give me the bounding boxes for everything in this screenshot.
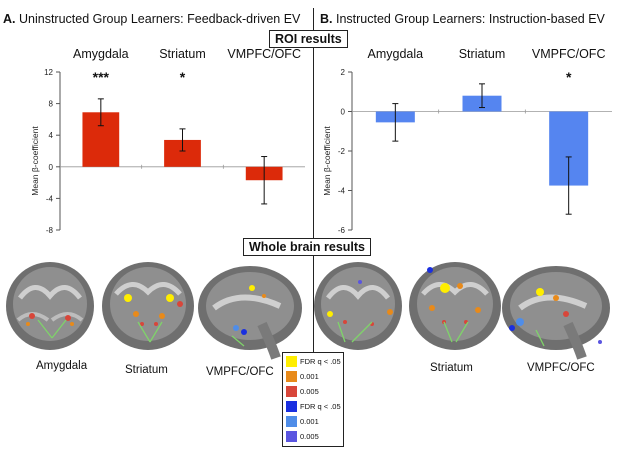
y-tick-label: -8 [46, 226, 54, 235]
category-label: Amygdala [73, 47, 129, 61]
significance-legend: FDR q < .05 0.001 0.005 FDR q < .05 0.00… [282, 352, 344, 447]
legend-item: FDR q < .05 [286, 355, 341, 368]
legend-item: 0.005 [286, 385, 319, 398]
brain-label-striatum-left: Striatum [125, 364, 168, 376]
category-label: VMPFC/OFC [227, 47, 301, 61]
brain-images [6, 262, 610, 360]
panel-a-title: A. Uninstructed Group Learners: Feedback… [3, 12, 300, 26]
sagittal-slice [198, 266, 302, 360]
legend-item: 0.001 [286, 415, 319, 428]
brain-label-striatum-right: Striatum [430, 362, 473, 374]
y-tick-label: 4 [49, 131, 54, 140]
legend-swatch [286, 356, 297, 367]
legend-swatch [286, 386, 297, 397]
panel-b-title-text: Instructed Group Learners: Instruction-b… [335, 12, 605, 26]
coronal-slice-1 [6, 262, 94, 350]
y-tick-label: -4 [46, 194, 54, 203]
y-tick-label: -2 [338, 147, 346, 156]
brain-label-vmpfc-left: VMPFC/OFC [206, 366, 274, 378]
y-tick-label: 12 [44, 68, 53, 77]
whole-brain-results-label: Whole brain results [243, 238, 371, 256]
coronal-slice-2 [102, 262, 194, 350]
category-label: Striatum [159, 47, 206, 61]
y-axis-label: Mean β-coefficient [322, 126, 332, 196]
category-label: Amygdala [368, 47, 424, 61]
panel-b-letter: B. [320, 12, 333, 26]
legend-swatch [286, 401, 297, 412]
legend-label: FDR q < .05 [300, 357, 341, 366]
panel-a-letter: A. [3, 12, 16, 26]
y-tick-label: -4 [338, 187, 346, 196]
legend-label: FDR q < .05 [300, 402, 341, 411]
significance-marker: * [566, 69, 572, 85]
panel-divider [313, 8, 314, 368]
significance-marker: *** [93, 69, 110, 85]
sagittal-slice-2 [502, 266, 610, 360]
y-tick-label: 0 [49, 163, 54, 172]
y-tick-label: 8 [49, 100, 54, 109]
brain-label-vmpfc-right: VMPFC/OFC [527, 362, 595, 374]
legend-item: 0.005 [286, 430, 319, 443]
y-axis-label: Mean β-coefficient [30, 126, 40, 196]
roi-results-label: ROI results [269, 30, 348, 48]
significance-marker: * [180, 69, 186, 85]
coronal-slice-4 [409, 262, 501, 350]
legend-swatch [286, 431, 297, 442]
category-label: Striatum [459, 47, 506, 61]
legend-label: 0.001 [300, 372, 319, 381]
panel-a-title-text: Uninstructed Group Learners: Feedback-dr… [18, 12, 301, 26]
y-tick-label: -6 [338, 226, 346, 235]
legend-label: 0.005 [300, 432, 319, 441]
y-tick-label: 2 [341, 68, 346, 77]
legend-swatch [286, 371, 297, 382]
panel-b-title: B. Instructed Group Learners: Instructio… [320, 12, 605, 26]
coronal-slice-3 [314, 262, 402, 350]
region-pointers [37, 319, 545, 347]
legend-item: FDR q < .05 [286, 400, 341, 413]
y-tick-label: 0 [341, 108, 346, 117]
legend-label: 0.001 [300, 417, 319, 426]
brain-label-amygdala: Amygdala [36, 360, 88, 372]
legend-label: 0.005 [300, 387, 319, 396]
category-label: VMPFC/OFC [532, 47, 606, 61]
legend-swatch [286, 416, 297, 427]
legend-item: 0.001 [286, 370, 319, 383]
